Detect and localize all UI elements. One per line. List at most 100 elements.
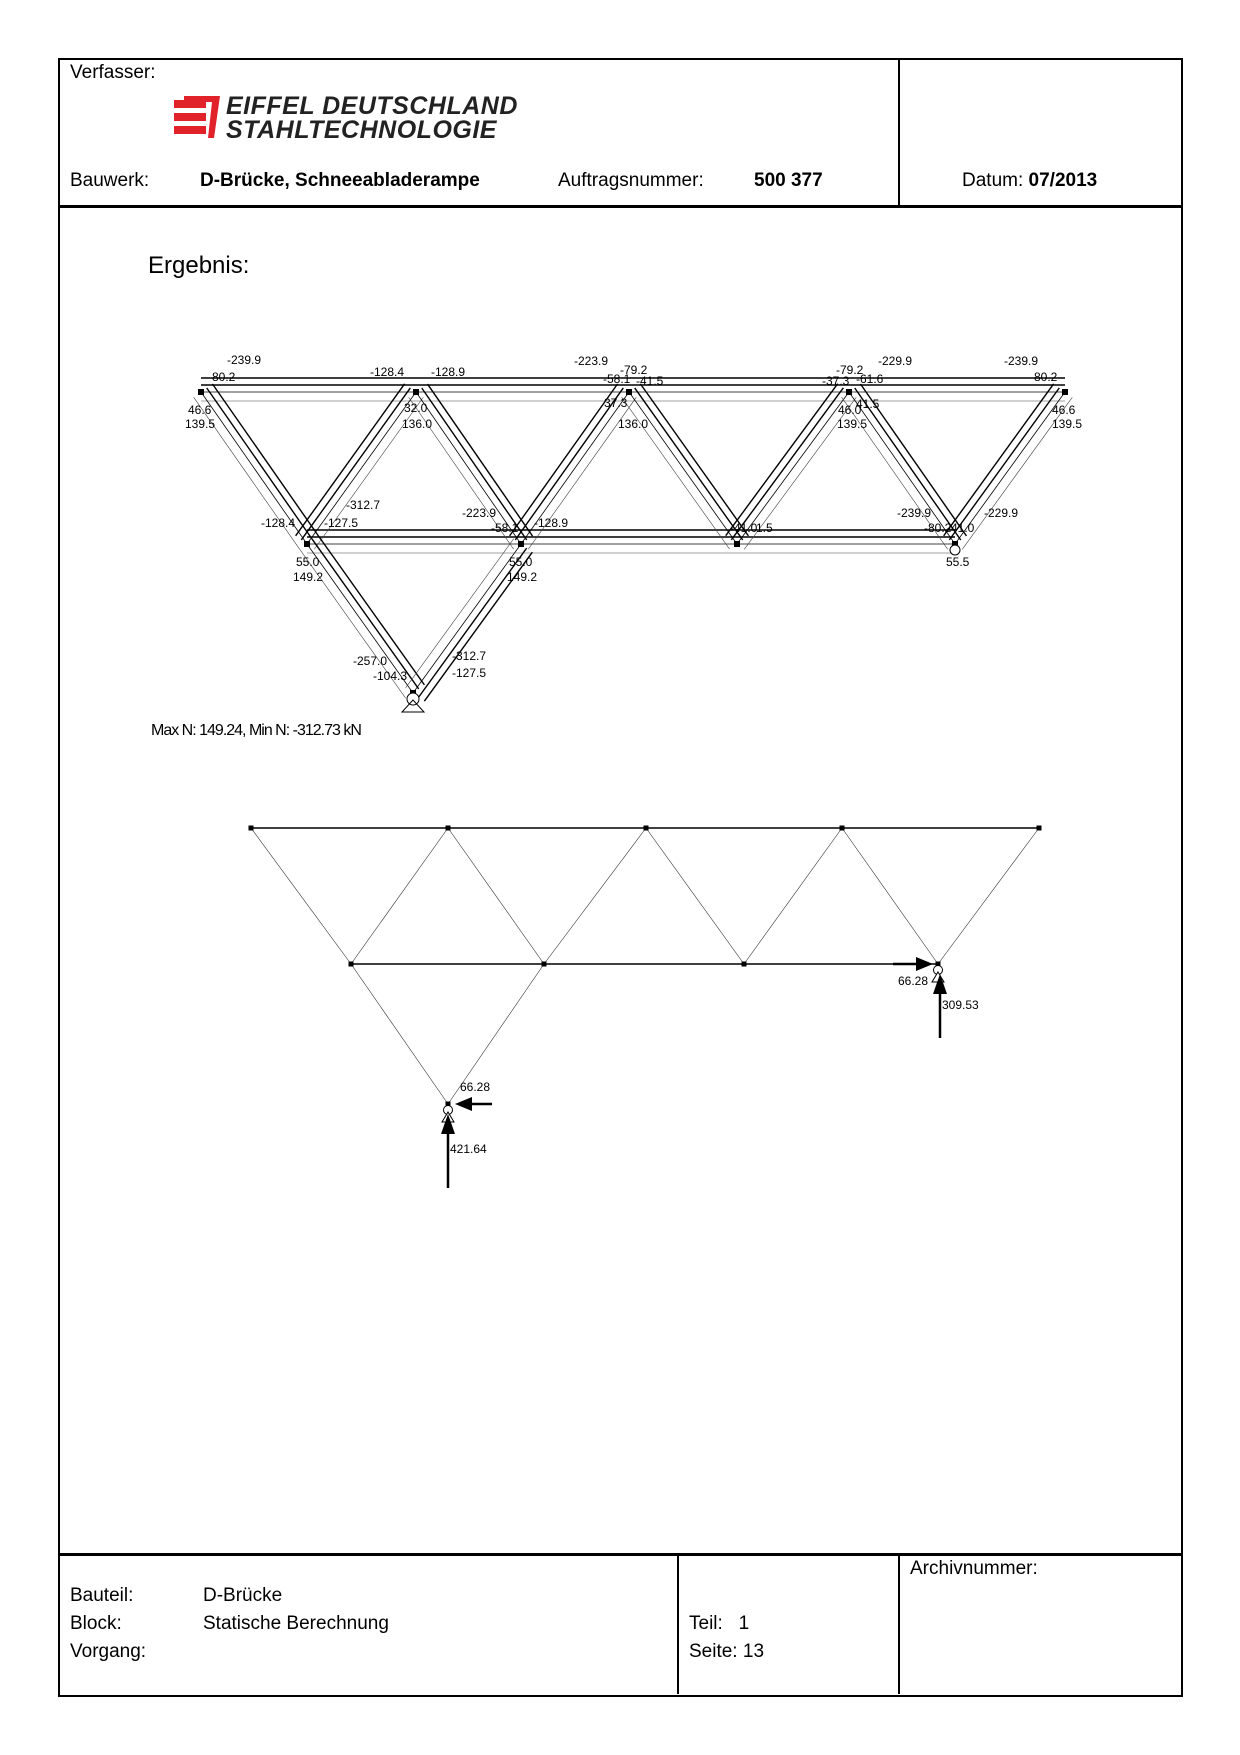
force-label: 136.0 (402, 417, 433, 431)
force-label: -41.0 (947, 521, 975, 535)
diagonal-member (447, 963, 545, 1105)
node-marker (348, 961, 354, 967)
reaction-left-vertical: 421.64 (450, 1142, 487, 1156)
force-label: 46.6 (1052, 403, 1076, 417)
force-line (634, 387, 744, 541)
force-line (514, 387, 624, 541)
force-line (418, 547, 528, 698)
force-label: 139.5 (185, 417, 216, 431)
node-marker (198, 389, 204, 395)
force-line (841, 396, 948, 550)
force-line (943, 383, 1055, 537)
company-logo: EIFFEL DEUTSCHLAND STAHLTECHNOLOGIE (174, 94, 517, 147)
force-line (295, 383, 406, 537)
footer-column-divider-2 (898, 1554, 900, 1694)
process-label: Vorgang: (70, 1641, 147, 1662)
force-label: 37.3 (604, 396, 628, 410)
force-line (639, 383, 749, 537)
node-marker (626, 389, 632, 395)
force-label: -41.0 (730, 521, 758, 535)
result-heading: Ergebnis: (148, 252, 250, 279)
force-label: 46.0 (838, 403, 862, 417)
force-label: -127.5 (452, 666, 487, 680)
force-label: -257.0 (353, 654, 388, 668)
diagonal-member (937, 827, 1040, 965)
force-line (730, 387, 844, 541)
member-line (848, 391, 956, 545)
force-label: 46.6 (188, 403, 212, 417)
page-value: 13 (742, 1641, 765, 1662)
force-label: -312.7 (346, 498, 381, 512)
arrowhead-icon (933, 974, 947, 994)
force-line (408, 396, 514, 550)
block-value: Statische Berechnung (203, 1613, 389, 1634)
diagonal-member (250, 827, 352, 965)
force-label: -128.4 (261, 516, 296, 530)
member-line (200, 391, 308, 545)
node-marker (518, 541, 524, 547)
force-label: -312.7 (452, 649, 487, 663)
force-summary: Max N: 149.24, Min N: -312.73 kN (151, 722, 362, 739)
diagonal-member (543, 827, 647, 965)
diagonal-member (743, 827, 843, 965)
force-label: -41.5 (636, 374, 664, 388)
arrowhead-icon (441, 1114, 455, 1134)
force-label: 55.0 (509, 555, 533, 569)
force-label: 41.5 (856, 397, 880, 411)
node-marker (734, 541, 740, 547)
force-line (314, 397, 424, 550)
force-label: 55.5 (946, 555, 970, 569)
date-value: 07/2013 (1028, 170, 1098, 191)
logo-mark-icon (174, 96, 220, 138)
page-label: Seite: (689, 1641, 738, 1662)
force-label: -79.2 (836, 363, 864, 377)
force-line (206, 387, 314, 541)
force-line (299, 549, 406, 699)
force-line (423, 551, 533, 702)
logo-line-2: STAHLTECHNOLOGIE (226, 116, 497, 144)
force-label: -58.1 (603, 372, 631, 386)
force-label: -58.1 (491, 521, 519, 535)
diagonal-member (350, 827, 449, 965)
force-label: -37.3 (822, 374, 850, 388)
force-label: -127.5 (324, 516, 359, 530)
force-label: -80.2 (924, 521, 952, 535)
diagonal-member (645, 827, 745, 965)
node-marker (952, 541, 958, 547)
part-label: Bauteil: (70, 1585, 134, 1606)
force-label: -223.9 (462, 506, 497, 520)
node-marker (741, 961, 747, 967)
force-label: -239.9 (897, 506, 932, 520)
force-label: 32.0 (404, 401, 428, 415)
building-label: Bauwerk: (70, 170, 150, 191)
order-value: 500 377 (754, 170, 823, 191)
section-value: 1 (738, 1613, 750, 1634)
support-icon (406, 692, 420, 706)
force-line (405, 538, 514, 688)
force-line (854, 387, 962, 541)
node-marker (643, 825, 649, 831)
node-marker (445, 1101, 451, 1107)
force-label: -229.9 (878, 354, 913, 368)
support-icon (400, 699, 426, 713)
diagonal-member (350, 963, 449, 1105)
header-column-divider (898, 58, 900, 206)
order-label: Auftragsnummer: (558, 170, 704, 191)
force-line (859, 383, 968, 537)
part-value: D-Brücke (203, 1585, 283, 1606)
building-value: D-Brücke, Schneeabladerampe (200, 170, 480, 191)
force-line (211, 383, 320, 537)
force-label: 139.5 (837, 417, 868, 431)
force-label: 149.2 (507, 570, 538, 584)
force-line (509, 383, 619, 537)
axial-force-diagram (193, 377, 1073, 713)
force-label: -79.2 (620, 363, 648, 377)
force-label: -239.9 (1004, 354, 1039, 368)
member-line (628, 391, 738, 545)
block-label: Block: (70, 1613, 122, 1634)
force-line (962, 397, 1073, 550)
force-label: -61.6 (856, 372, 884, 386)
force-label: 136.0 (618, 417, 649, 431)
force-label: -239.9 (227, 353, 262, 367)
footer-divider (58, 1553, 1182, 1556)
